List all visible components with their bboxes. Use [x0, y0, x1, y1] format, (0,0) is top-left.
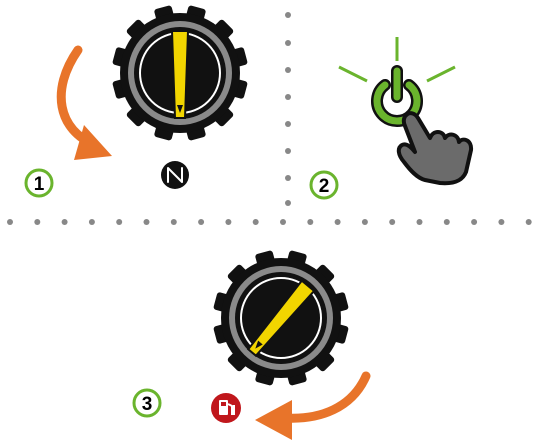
vertical-divider: [285, 12, 291, 206]
divider-dot: [34, 219, 41, 225]
step-2-badge: 2: [309, 170, 339, 200]
ignition-knob-fuel: [213, 250, 349, 386]
power-icon: [338, 37, 456, 127]
rotate-arrow-right-head: [255, 400, 292, 440]
rotate-arrow-left-head: [74, 125, 112, 160]
divider-dot: [361, 219, 368, 225]
knob-pointer: [170, 30, 190, 119]
divider-dot: [471, 219, 478, 225]
step-1-number: 1: [34, 174, 45, 195]
step-1-badge: 1: [24, 168, 54, 198]
divider-dot: [116, 219, 123, 225]
divider-dot: [498, 219, 505, 225]
divider-dot: [61, 219, 68, 225]
divider-dot: [443, 219, 450, 225]
divider-dot: [389, 219, 396, 225]
engine-stop-icon: [161, 161, 189, 189]
divider-dot: [334, 219, 341, 225]
horizontal-divider: [7, 219, 532, 225]
fuel-pump-icon: [211, 393, 241, 423]
divider-dot: [416, 219, 423, 225]
rotate-arrow-left: [56, 45, 100, 150]
divider-dot: [7, 219, 13, 225]
divider-dot: [307, 219, 314, 225]
divider-dot: [525, 219, 532, 225]
step-2-number: 2: [319, 176, 330, 197]
divider-dot: [143, 219, 150, 225]
divider-dot: [170, 219, 177, 225]
rotate-arrow-right: [280, 371, 371, 423]
ignition-knob-off: [112, 5, 248, 141]
step-3-badge: 3: [132, 388, 162, 418]
divider-dot: [225, 219, 232, 225]
pointing-hand-icon: [396, 111, 474, 186]
step-3-number: 3: [142, 394, 153, 415]
divider-dot: [198, 219, 205, 225]
knob-pointer: [246, 279, 316, 358]
divider-dot: [280, 219, 286, 225]
divider-dot: [88, 219, 95, 225]
divider-dot: [252, 219, 259, 225]
